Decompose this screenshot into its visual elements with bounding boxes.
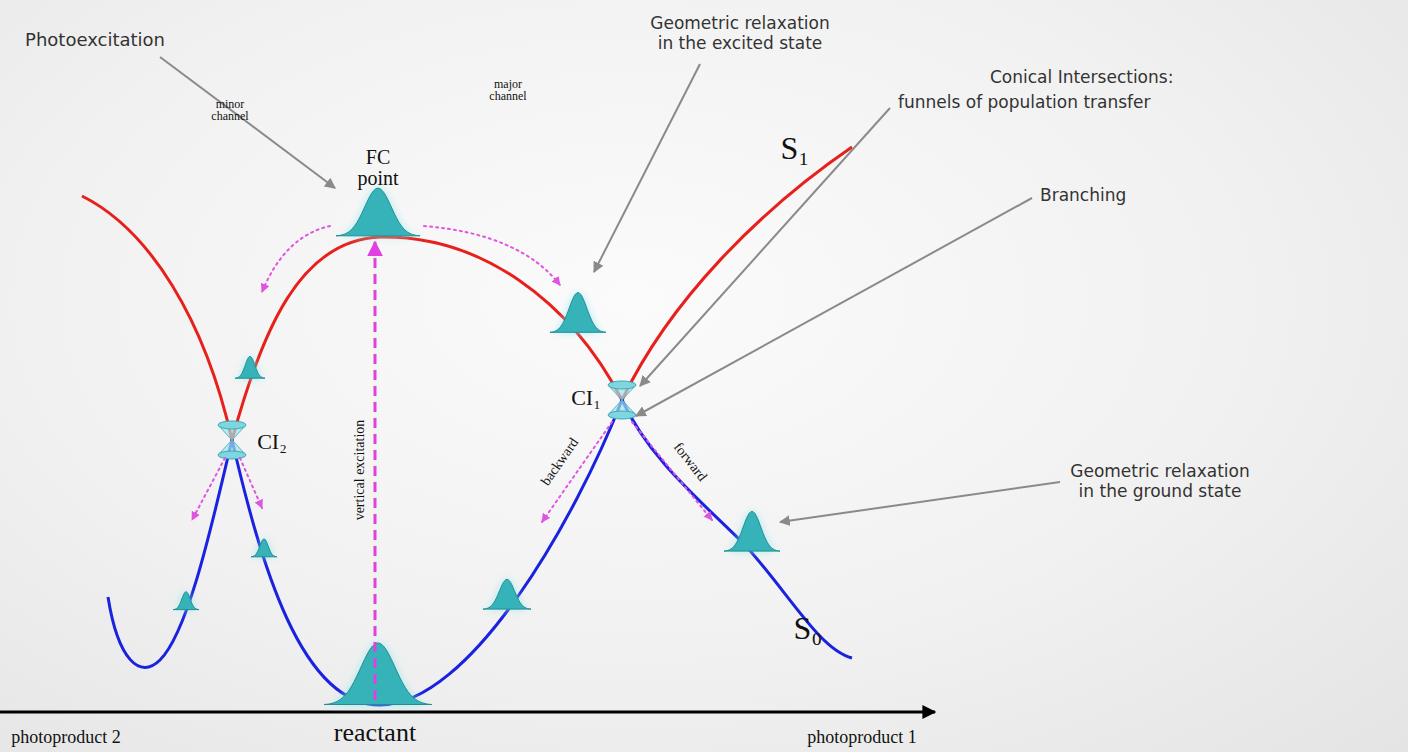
branch-arrow	[240, 458, 262, 508]
wavepacket-shape	[235, 356, 265, 378]
wavepacket-shape	[550, 293, 606, 333]
callout-text: funnels of population transfer	[898, 93, 1151, 113]
wavepacket	[173, 592, 199, 610]
wavepacket-glow	[483, 579, 531, 609]
callout-text: Branching	[1040, 186, 1126, 206]
conical-intersection	[608, 381, 636, 419]
vertical-excitation-arrow	[374, 242, 377, 700]
excited-state-curve	[82, 147, 852, 440]
wavepacket-glow	[235, 356, 265, 378]
wavepacket-glow	[173, 592, 199, 610]
wavepacket	[483, 579, 531, 609]
leader-line	[780, 482, 1060, 522]
channel-label: minor channel	[206, 98, 254, 122]
reaction-paths	[192, 226, 712, 522]
leader-line	[594, 64, 700, 272]
point-label: FC point	[348, 147, 408, 189]
callout-text: Geometric relaxation in the ground state	[1067, 462, 1254, 501]
axis-label: photoproduct 1	[807, 727, 917, 748]
wavepacket	[251, 539, 277, 557]
state-label: S₁	[781, 130, 810, 167]
wavepacket	[324, 643, 432, 705]
wavepacket-glow	[336, 188, 420, 236]
wavepacket-shape	[173, 592, 199, 610]
wavepacket	[235, 356, 265, 378]
wavepacket-glow	[550, 293, 606, 333]
axis-label: reactant	[334, 718, 416, 748]
wavepacket	[550, 293, 606, 333]
wavepacket	[724, 511, 780, 551]
cone-rim	[218, 421, 246, 429]
leader-line	[160, 57, 335, 188]
callout-text: Photoexcitation	[25, 30, 165, 51]
coordinate-axis	[0, 711, 935, 714]
wavepackets	[173, 188, 780, 704]
axis-label: photoproduct 2	[11, 727, 121, 748]
wavepacket	[336, 188, 420, 236]
arrow-label: vertical excitation	[352, 420, 368, 521]
minor-channel-arrow	[262, 226, 330, 292]
forward-arrow	[632, 422, 712, 520]
wavepacket-shape	[251, 539, 277, 557]
intersection-label: CI₁	[571, 385, 601, 410]
wavepacket-shape	[724, 511, 780, 551]
cone-rim	[608, 381, 636, 389]
callout-heading: Conical Intersections:	[990, 68, 1173, 88]
cone-rim	[608, 411, 636, 419]
callout-text: Geometric relaxation in the excited stat…	[647, 14, 834, 53]
leader-line	[636, 198, 1032, 416]
wavepacket-shape	[336, 188, 420, 236]
conical-intersection	[218, 421, 246, 459]
intersection-label: CI₂	[257, 429, 287, 454]
cone-rim	[218, 451, 246, 459]
wavepacket-glow	[324, 643, 432, 705]
major-channel-arrow	[424, 226, 560, 285]
wavepacket-shape	[324, 643, 432, 705]
wavepacket-shape	[483, 579, 531, 609]
state-label: S₀	[794, 610, 823, 647]
channel-label: major channel	[484, 78, 532, 102]
arrow-label: backward	[538, 435, 582, 489]
ground-state-curve	[108, 400, 852, 705]
branch-arrow	[192, 458, 225, 520]
wavepacket-glow	[251, 539, 277, 557]
wavepacket-glow	[724, 511, 780, 551]
